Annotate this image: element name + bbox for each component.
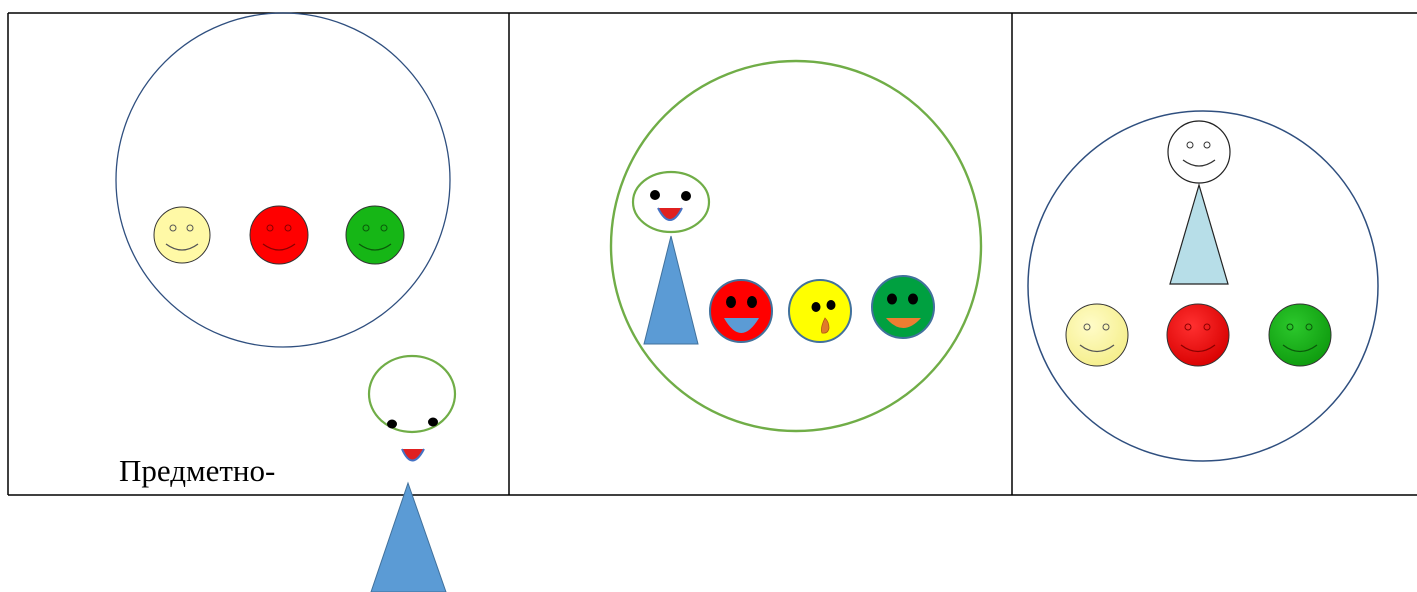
teacher-figure-icon [633, 172, 709, 344]
group-circle [611, 61, 981, 431]
teacher-head [1168, 121, 1230, 183]
teacher-body [371, 483, 446, 592]
teacher-head [633, 172, 709, 232]
red-laughing-face-icon [710, 280, 772, 342]
teacher-right-eye [428, 418, 438, 427]
teacher-head [369, 356, 455, 432]
teacher-figure-icon [1168, 121, 1230, 284]
yellow-smiley-icon [154, 207, 210, 263]
cell-2-illustration [611, 61, 981, 431]
red-smiley-icon [250, 206, 308, 264]
teacher-figure-icon [369, 356, 455, 592]
cell-1-caption: Предметно- [119, 453, 275, 488]
green-smiley-icon [1269, 304, 1331, 366]
green-smiley-icon [346, 206, 404, 264]
cell-1-illustration: Предметно- [116, 13, 455, 592]
teacher-left-eye [387, 420, 397, 429]
red-smiley-icon [1167, 304, 1229, 366]
green-grinning-face-icon [872, 276, 934, 338]
yellow-surprised-face-icon [789, 280, 851, 342]
yellow-smiley-icon [1066, 304, 1128, 366]
group-circle [116, 13, 450, 347]
cell-3-illustration [1028, 111, 1378, 461]
teacher-body [1170, 185, 1228, 284]
teacher-body [644, 236, 698, 344]
